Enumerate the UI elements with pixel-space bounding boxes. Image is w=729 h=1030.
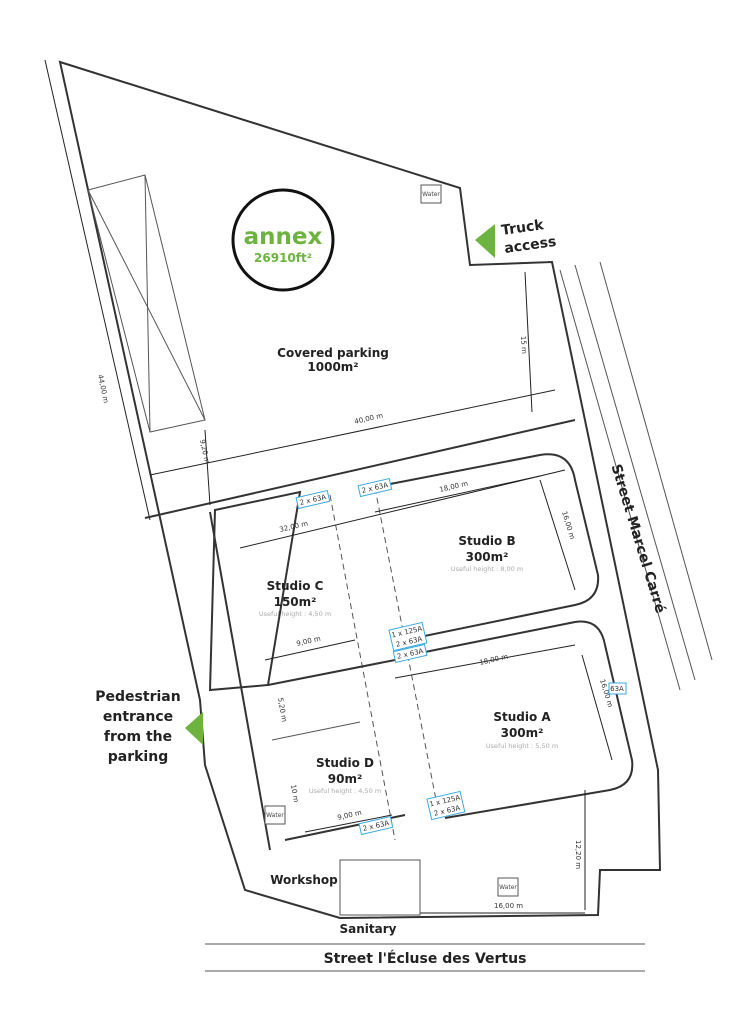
studio-c-height: Useful height : 4,50 m (259, 610, 331, 618)
studio-a-height: Useful height : 5,50 m (486, 742, 558, 750)
annex-badge (231, 188, 335, 292)
dim-18m-a: 18,00 m (479, 653, 509, 667)
dim-9m-d: 9,00 m (337, 809, 363, 822)
electrical-box: 2 x 63A (295, 489, 331, 510)
truck-access-arrow-icon (475, 224, 495, 258)
parking-name: Covered parking (277, 346, 389, 360)
sanitary-block (339, 859, 421, 916)
studio-d-area: 90m² (328, 772, 362, 786)
dim-12-20m: 12,20 m (574, 840, 582, 869)
pedestrian-label-4: parking (108, 749, 168, 765)
electrical-box: 63A (608, 682, 627, 695)
dim-18m-b: 18,00 m (439, 480, 469, 494)
electrical-box: 2 x 63A (392, 643, 428, 664)
studio-b-area: 300m² (466, 550, 509, 564)
svg-text:63A: 63A (610, 685, 624, 693)
studio-a-wall (409, 620, 634, 819)
street-marcel-carre-lines (559, 261, 713, 691)
pedestrian-label-1: Pedestrian (95, 689, 180, 705)
dim-32m: 32,00 m (279, 520, 309, 534)
studio-c-area: 150m² (274, 595, 317, 609)
dim-9m-c: 9,00 m (296, 635, 322, 648)
electrical-box: 2 x 63A (357, 477, 393, 498)
street-east-label: Street Marcel Carré (608, 462, 669, 615)
pedestrian-entrance-arrow-icon (185, 712, 203, 745)
dim-16m-south: 16,00 m (494, 902, 523, 910)
dim-9-20m: 9,20 m (198, 439, 211, 465)
truck-access-label-1: Truck (500, 217, 545, 239)
water-point: Water (264, 805, 286, 825)
pedestrian-label-3: from the (104, 729, 172, 745)
svg-text:Water: Water (422, 191, 440, 198)
studio-b-height: Useful height : 8,00 m (451, 565, 523, 573)
pedestrian-label-2: entrance (103, 709, 173, 725)
studio-b-wall (384, 453, 600, 641)
workshop-label: Workshop (270, 873, 338, 887)
water-point: Water (497, 877, 519, 897)
dim-10m: 10 m (289, 784, 300, 803)
studio-d-name: Studio D (316, 756, 374, 770)
dim-5-20m: 5,20 m (276, 697, 288, 723)
parking-wall (144, 419, 576, 519)
electrical-box: 2 x 63A (358, 815, 394, 836)
building-outline (58, 60, 662, 920)
studio-a-name: Studio A (493, 710, 551, 724)
sanitary-label: Sanitary (340, 922, 397, 936)
dim-44m: 44,00 m (96, 374, 110, 404)
dim-16m-b: 16,00 m (560, 510, 576, 540)
svg-text:Water: Water (266, 812, 284, 819)
dimension-line-44m (44, 59, 151, 521)
studio-c-name: Studio C (267, 579, 324, 593)
dim-15m: 15 m (519, 336, 528, 355)
dim-40m: 40,00 m (354, 412, 384, 426)
street-south-label: Street l'Écluse des Vertus (324, 950, 527, 967)
studio-a-area: 300m² (501, 726, 544, 740)
studio-d-height: Useful height : 4,50 m (309, 787, 381, 795)
truck-access-label-2: access (503, 234, 557, 257)
studio-b-name: Studio B (458, 534, 515, 548)
water-point: Water (420, 184, 442, 204)
svg-text:Water: Water (499, 884, 517, 891)
parking-area: 1000m² (307, 360, 358, 374)
annex-area: 26910ft² (254, 251, 312, 265)
annex-title: annex (244, 224, 323, 250)
